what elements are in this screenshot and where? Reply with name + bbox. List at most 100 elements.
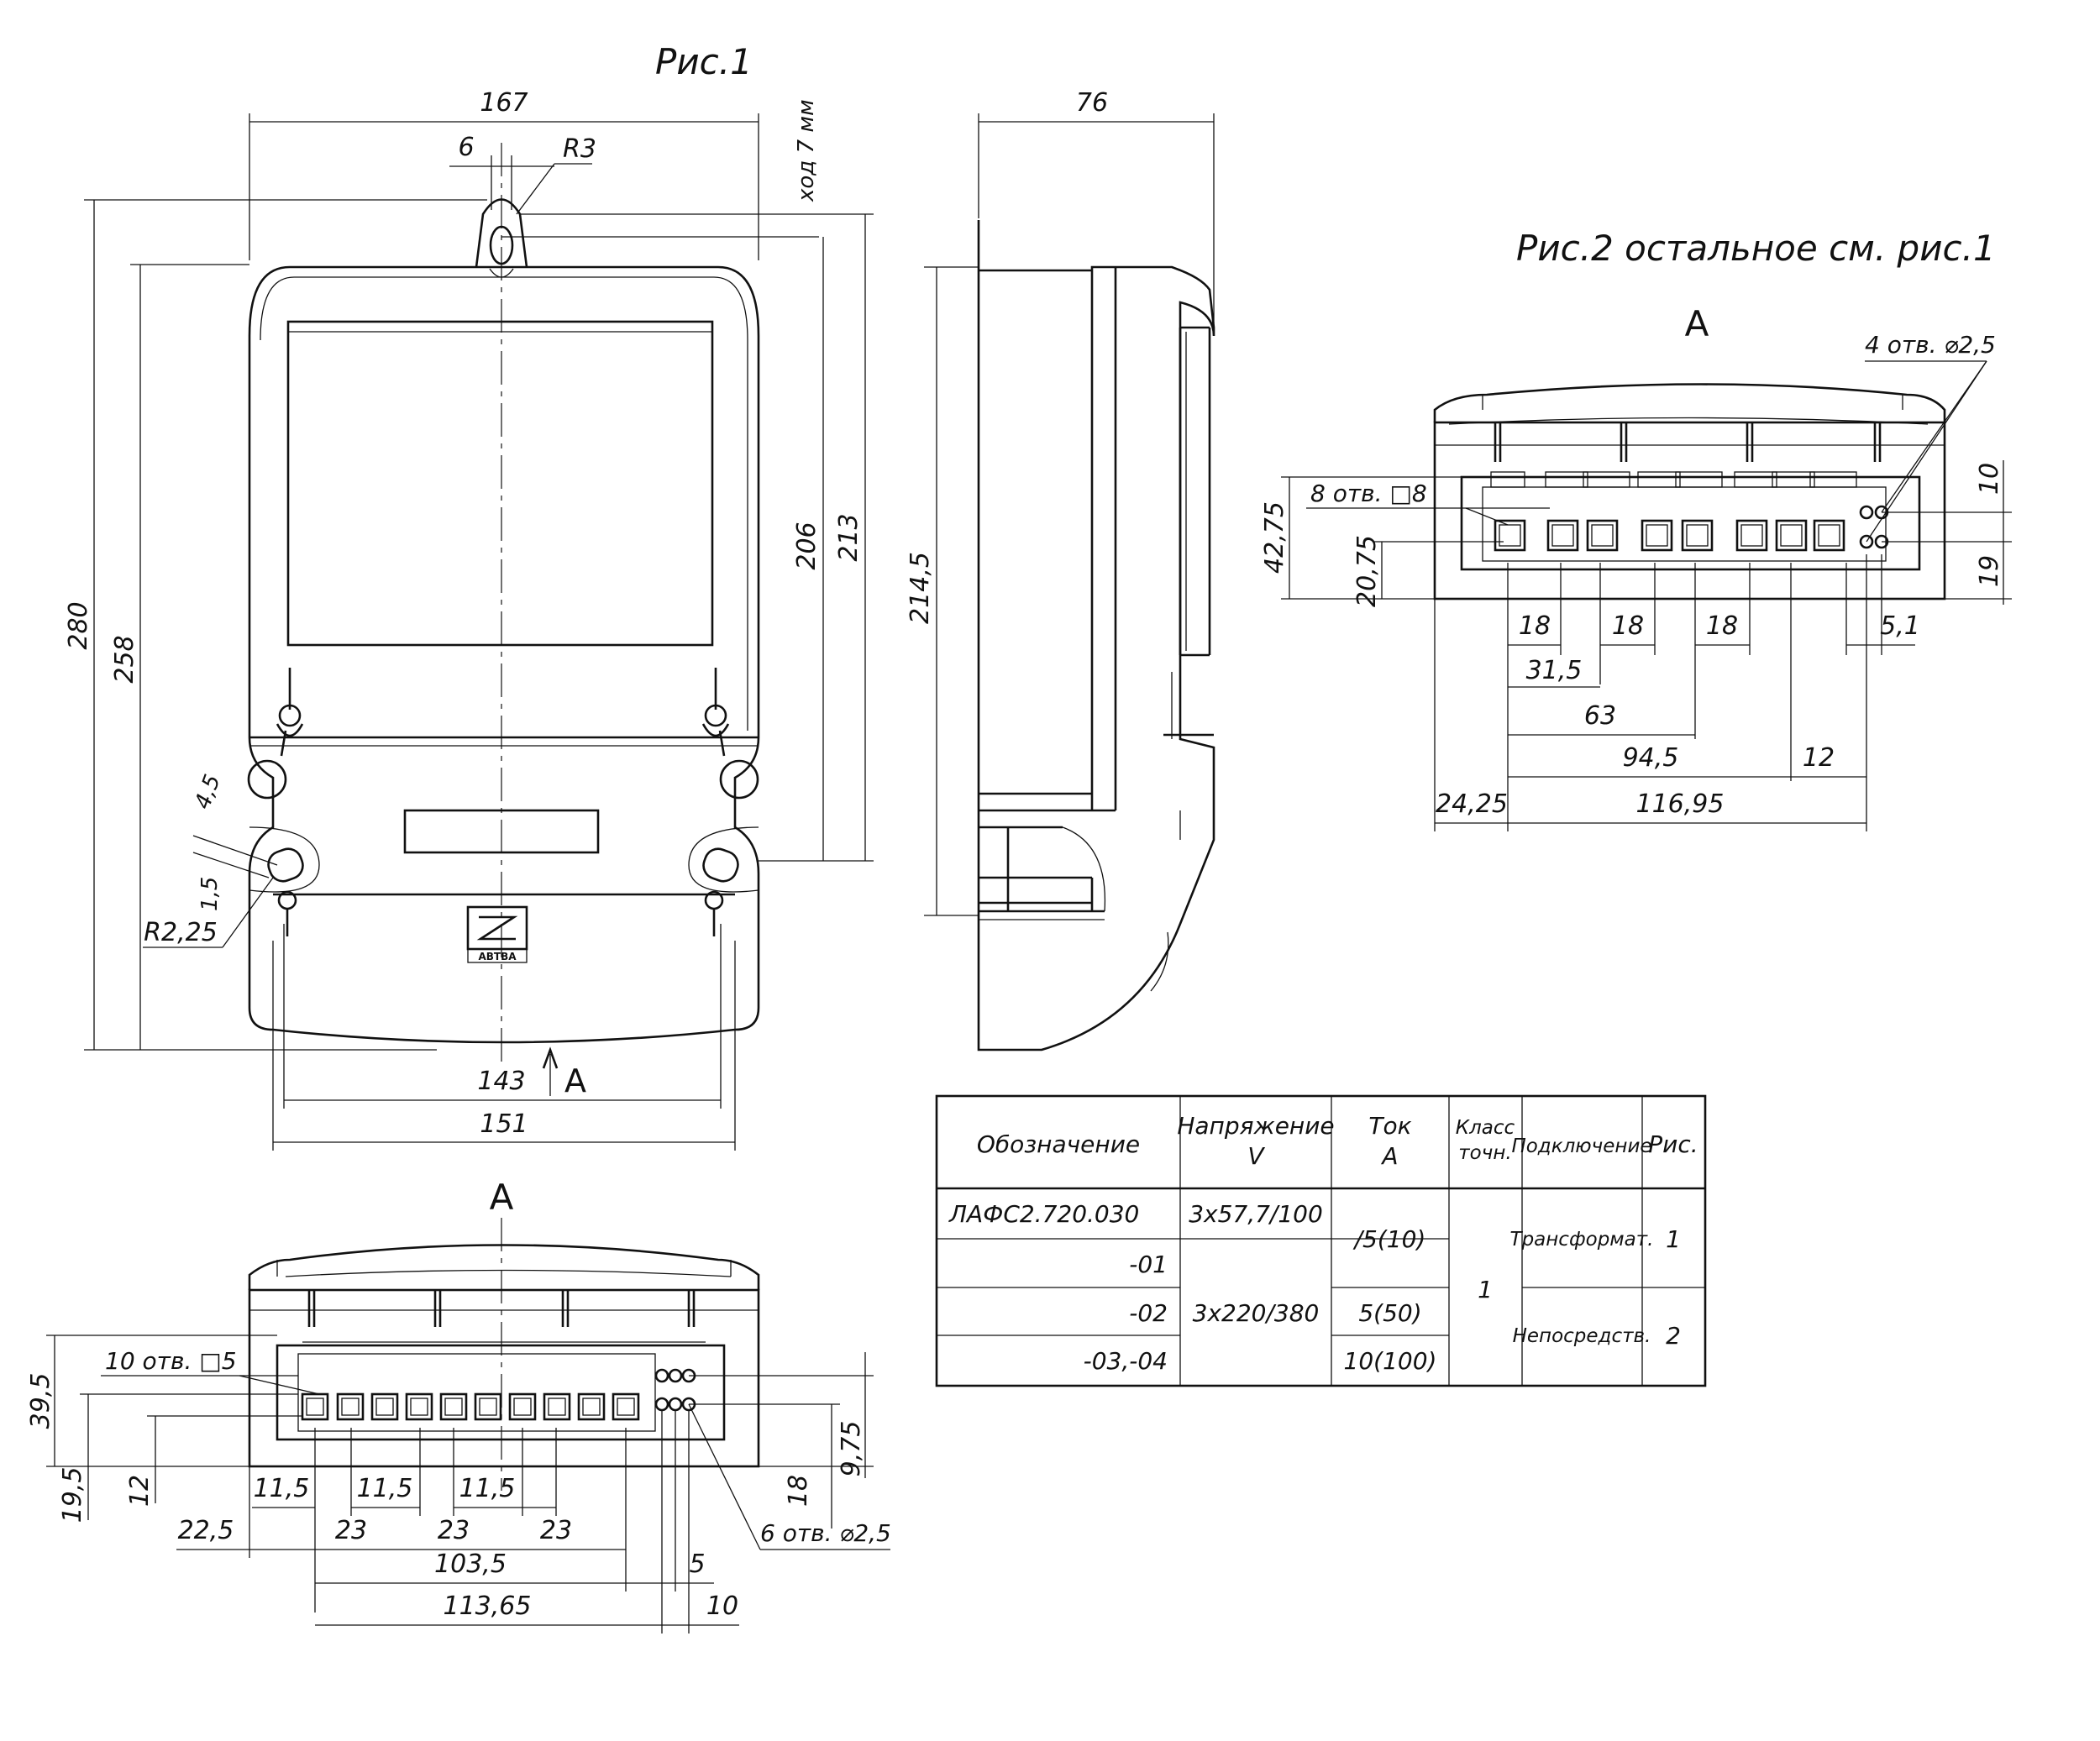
terminal-square xyxy=(1586,519,1619,552)
side-view: 76 214,5 xyxy=(906,88,1215,1051)
dim-9-75: 9,75 xyxy=(837,1421,866,1477)
terminal-square-inner xyxy=(444,1398,463,1416)
holes-square-label: 10 отв. □5 xyxy=(105,1347,237,1375)
fig2-terminal-squares-8 xyxy=(1494,519,1845,552)
dim-167: 167 xyxy=(480,88,528,118)
table-border xyxy=(935,1094,1707,1387)
terminal-square-inner xyxy=(479,1398,497,1416)
dim-213: 213 xyxy=(834,513,864,561)
td-fig-1: 1 xyxy=(1666,1225,1681,1253)
terminal-square xyxy=(1494,519,1526,552)
terminal-square xyxy=(370,1392,399,1421)
fig2-holes-square-label: 8 отв. □8 xyxy=(1310,480,1427,507)
terminal-square xyxy=(1813,519,1845,552)
fig2-terminal-frame xyxy=(1460,475,1921,571)
td-des-03-04: -03,-04 xyxy=(1084,1347,1168,1375)
td-des-01: -01 xyxy=(1129,1251,1168,1278)
housing-outline xyxy=(248,265,760,1044)
dim-R2-25: R2,25 xyxy=(144,918,218,947)
dim-214-5: 214,5 xyxy=(906,552,935,624)
dim-206: 206 xyxy=(792,522,822,569)
fig2-cover-curve xyxy=(1433,383,1946,422)
td-conn-2: Непосредств. xyxy=(1513,1325,1651,1347)
dim-94-5: 94,5 xyxy=(1623,743,1679,773)
display-window xyxy=(286,320,714,647)
dim-76: 76 xyxy=(1076,88,1108,118)
terminal-square xyxy=(1546,519,1579,552)
terminal-frame xyxy=(276,1344,726,1441)
dim-R3: R3 xyxy=(563,134,596,164)
dim-151: 151 xyxy=(480,1109,528,1139)
terminal-square-inner xyxy=(1686,524,1709,547)
terminal-square xyxy=(1775,519,1808,552)
dim-12-bottom: 12 xyxy=(125,1475,155,1507)
dim-113-65: 113,65 xyxy=(444,1592,532,1621)
eye-stroke: ход 7 мм xyxy=(794,99,819,202)
td-volt-2: 3х220/380 xyxy=(1193,1299,1320,1327)
terminal-square xyxy=(474,1392,502,1421)
dim-23-a: 23 xyxy=(335,1516,367,1545)
mount-slot-left xyxy=(249,826,320,936)
terminal-square xyxy=(508,1392,537,1421)
dim-42-75: 42,75 xyxy=(1260,501,1289,574)
dim-19-5: 19,5 xyxy=(58,1467,87,1523)
holes-round-label: 6 отв. ⌀2,5 xyxy=(760,1519,891,1547)
seal-right xyxy=(701,668,759,800)
terminal-square-inner xyxy=(1818,524,1840,547)
view-a-arrow-label: A xyxy=(564,1062,586,1099)
terminal-square-inner xyxy=(1591,524,1614,547)
td-class: 1 xyxy=(1478,1276,1493,1303)
mount-slot-right xyxy=(688,826,759,936)
dim-20-75: 20,75 xyxy=(1352,535,1382,607)
fig2-view: Рис.2 остальное см. рис.1 A 8 отв. □8 xyxy=(1260,228,2012,831)
th-designation: Обозначение xyxy=(977,1130,1140,1158)
view-a-bottom: A 10 отв. □5 6 отв. ⌀2,5 xyxy=(26,1177,891,1633)
dim-6: 6 xyxy=(458,133,474,162)
dim-63: 63 xyxy=(1584,701,1616,731)
dim-4-5: 4,5 xyxy=(190,771,225,812)
dim-18-fig2-a: 18 xyxy=(1519,611,1551,641)
terminal-square xyxy=(1735,519,1768,552)
dim-143: 143 xyxy=(477,1067,525,1096)
terminal-square xyxy=(301,1392,329,1421)
terminal-square-inner xyxy=(306,1398,324,1416)
fig2-view-label: A xyxy=(1685,303,1709,344)
terminal-square-inner xyxy=(582,1398,601,1416)
terminal-square-inner xyxy=(375,1398,394,1416)
terminal-square-inner xyxy=(410,1398,428,1416)
dim-11-5-c: 11,5 xyxy=(459,1474,516,1503)
terminal-square xyxy=(612,1392,640,1421)
terminal-square xyxy=(543,1392,571,1421)
dim-18-fig2-b: 18 xyxy=(1612,611,1644,641)
td-des-02: -02 xyxy=(1129,1299,1168,1327)
td-cur-2: 5(50) xyxy=(1358,1299,1421,1327)
td-volt-1: 3х57,7/100 xyxy=(1189,1200,1323,1228)
housing-inner-edge xyxy=(260,276,748,731)
fig1-title: Рис.1 xyxy=(655,41,753,82)
dim-23-c: 23 xyxy=(540,1516,572,1545)
terminal-square-inner xyxy=(1646,524,1668,547)
terminal-square-inner xyxy=(1499,524,1521,547)
dim-23-b: 23 xyxy=(438,1516,470,1545)
dim-24-25: 24,25 xyxy=(1436,789,1508,819)
dim-11-5-a: 11,5 xyxy=(254,1474,310,1503)
td-fig-2: 2 xyxy=(1666,1322,1681,1350)
terminal-square-inner xyxy=(617,1398,635,1416)
td-cur-3: 10(100) xyxy=(1344,1347,1437,1375)
td-cur-1: /5(10) xyxy=(1352,1225,1426,1253)
dim-10-bottom: 10 xyxy=(706,1592,738,1621)
dim-116-95: 116,95 xyxy=(1636,789,1725,819)
dim-280: 280 xyxy=(64,601,93,649)
terminal-square-inner xyxy=(1740,524,1763,547)
dim-5-1: 5,1 xyxy=(1880,611,1920,641)
dim-18-bottom: 18 xyxy=(784,1475,813,1507)
dim-103-5: 103,5 xyxy=(434,1550,507,1579)
side-outline xyxy=(977,265,1215,1051)
th-fig: Рис. xyxy=(1648,1130,1698,1158)
dim-5: 5 xyxy=(689,1550,705,1579)
dim-12-fig2: 12 xyxy=(1803,743,1835,773)
